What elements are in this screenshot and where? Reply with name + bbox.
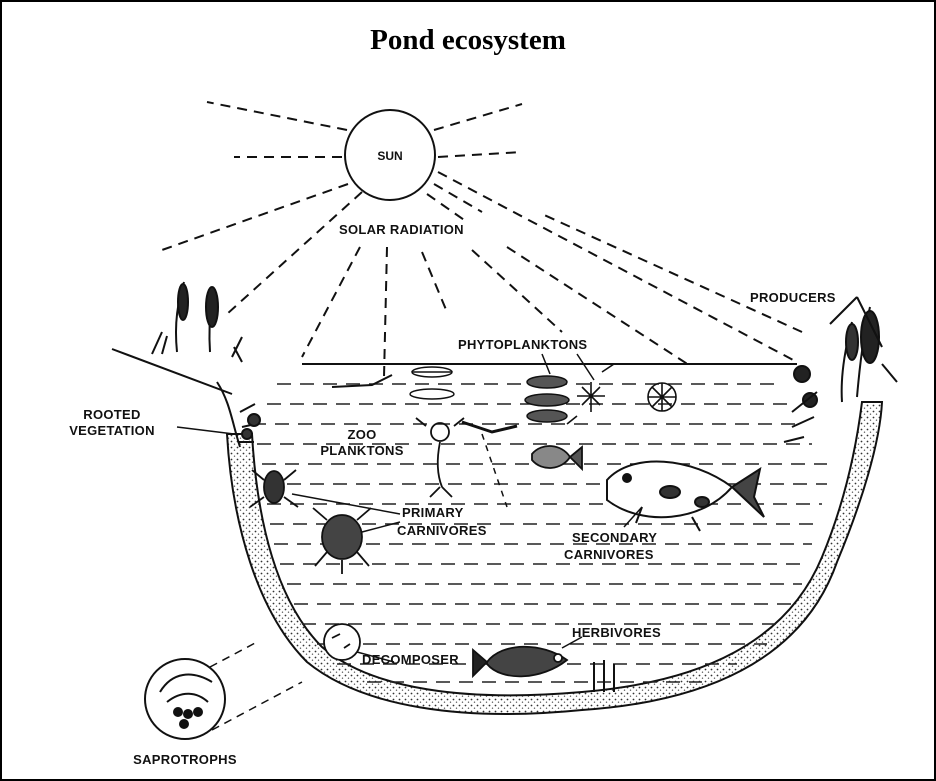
decomposer-label: DECOMPOSER	[362, 652, 459, 667]
secondary-carnivores-label-line2: CARNIVORES	[564, 547, 654, 562]
decomposer-circle	[324, 624, 360, 660]
rooted-vegetation-label-line1: ROOTED	[83, 407, 140, 422]
solar-radiation-label: SOLAR RADIATION	[339, 222, 464, 237]
herbivore-fish	[473, 647, 567, 677]
saprotrophs-circle	[145, 659, 225, 739]
zooplankton-organism	[416, 418, 464, 497]
primary-carnivores-label-line2: CARNIVORES	[397, 523, 487, 538]
left-bank-line	[112, 349, 232, 394]
small-fish	[532, 446, 582, 469]
rooted-vegetation-plants	[152, 282, 260, 447]
rooted-vegetation-label-line2: VEGETATION	[69, 423, 155, 438]
right-bank-line	[882, 364, 897, 382]
phytoplankton-wheel	[648, 383, 676, 411]
phytoplanktons-label: PHYTOPLANKTONS	[458, 337, 587, 352]
phytoplankton-chain	[410, 367, 569, 422]
primary-carnivores-label-line1: PRIMARY	[402, 505, 464, 520]
sun-label: SUN	[377, 149, 402, 163]
zoo-planktons-label-line2: PLANKTONS	[320, 443, 403, 458]
producers-label: PRODUCERS	[750, 290, 836, 305]
water-stick	[332, 375, 392, 387]
herbivores-label: HERBIVORES	[572, 625, 661, 640]
sun-rays	[162, 102, 802, 377]
zoo-planktons-label-line1: ZOO	[347, 427, 376, 442]
sun: SUN	[345, 110, 435, 200]
phytoplankton-star	[567, 364, 614, 424]
secondary-carnivores-label-line1: SECONDARY	[572, 530, 657, 545]
saprotrophs-label: SAPROTROPHS	[133, 752, 237, 767]
